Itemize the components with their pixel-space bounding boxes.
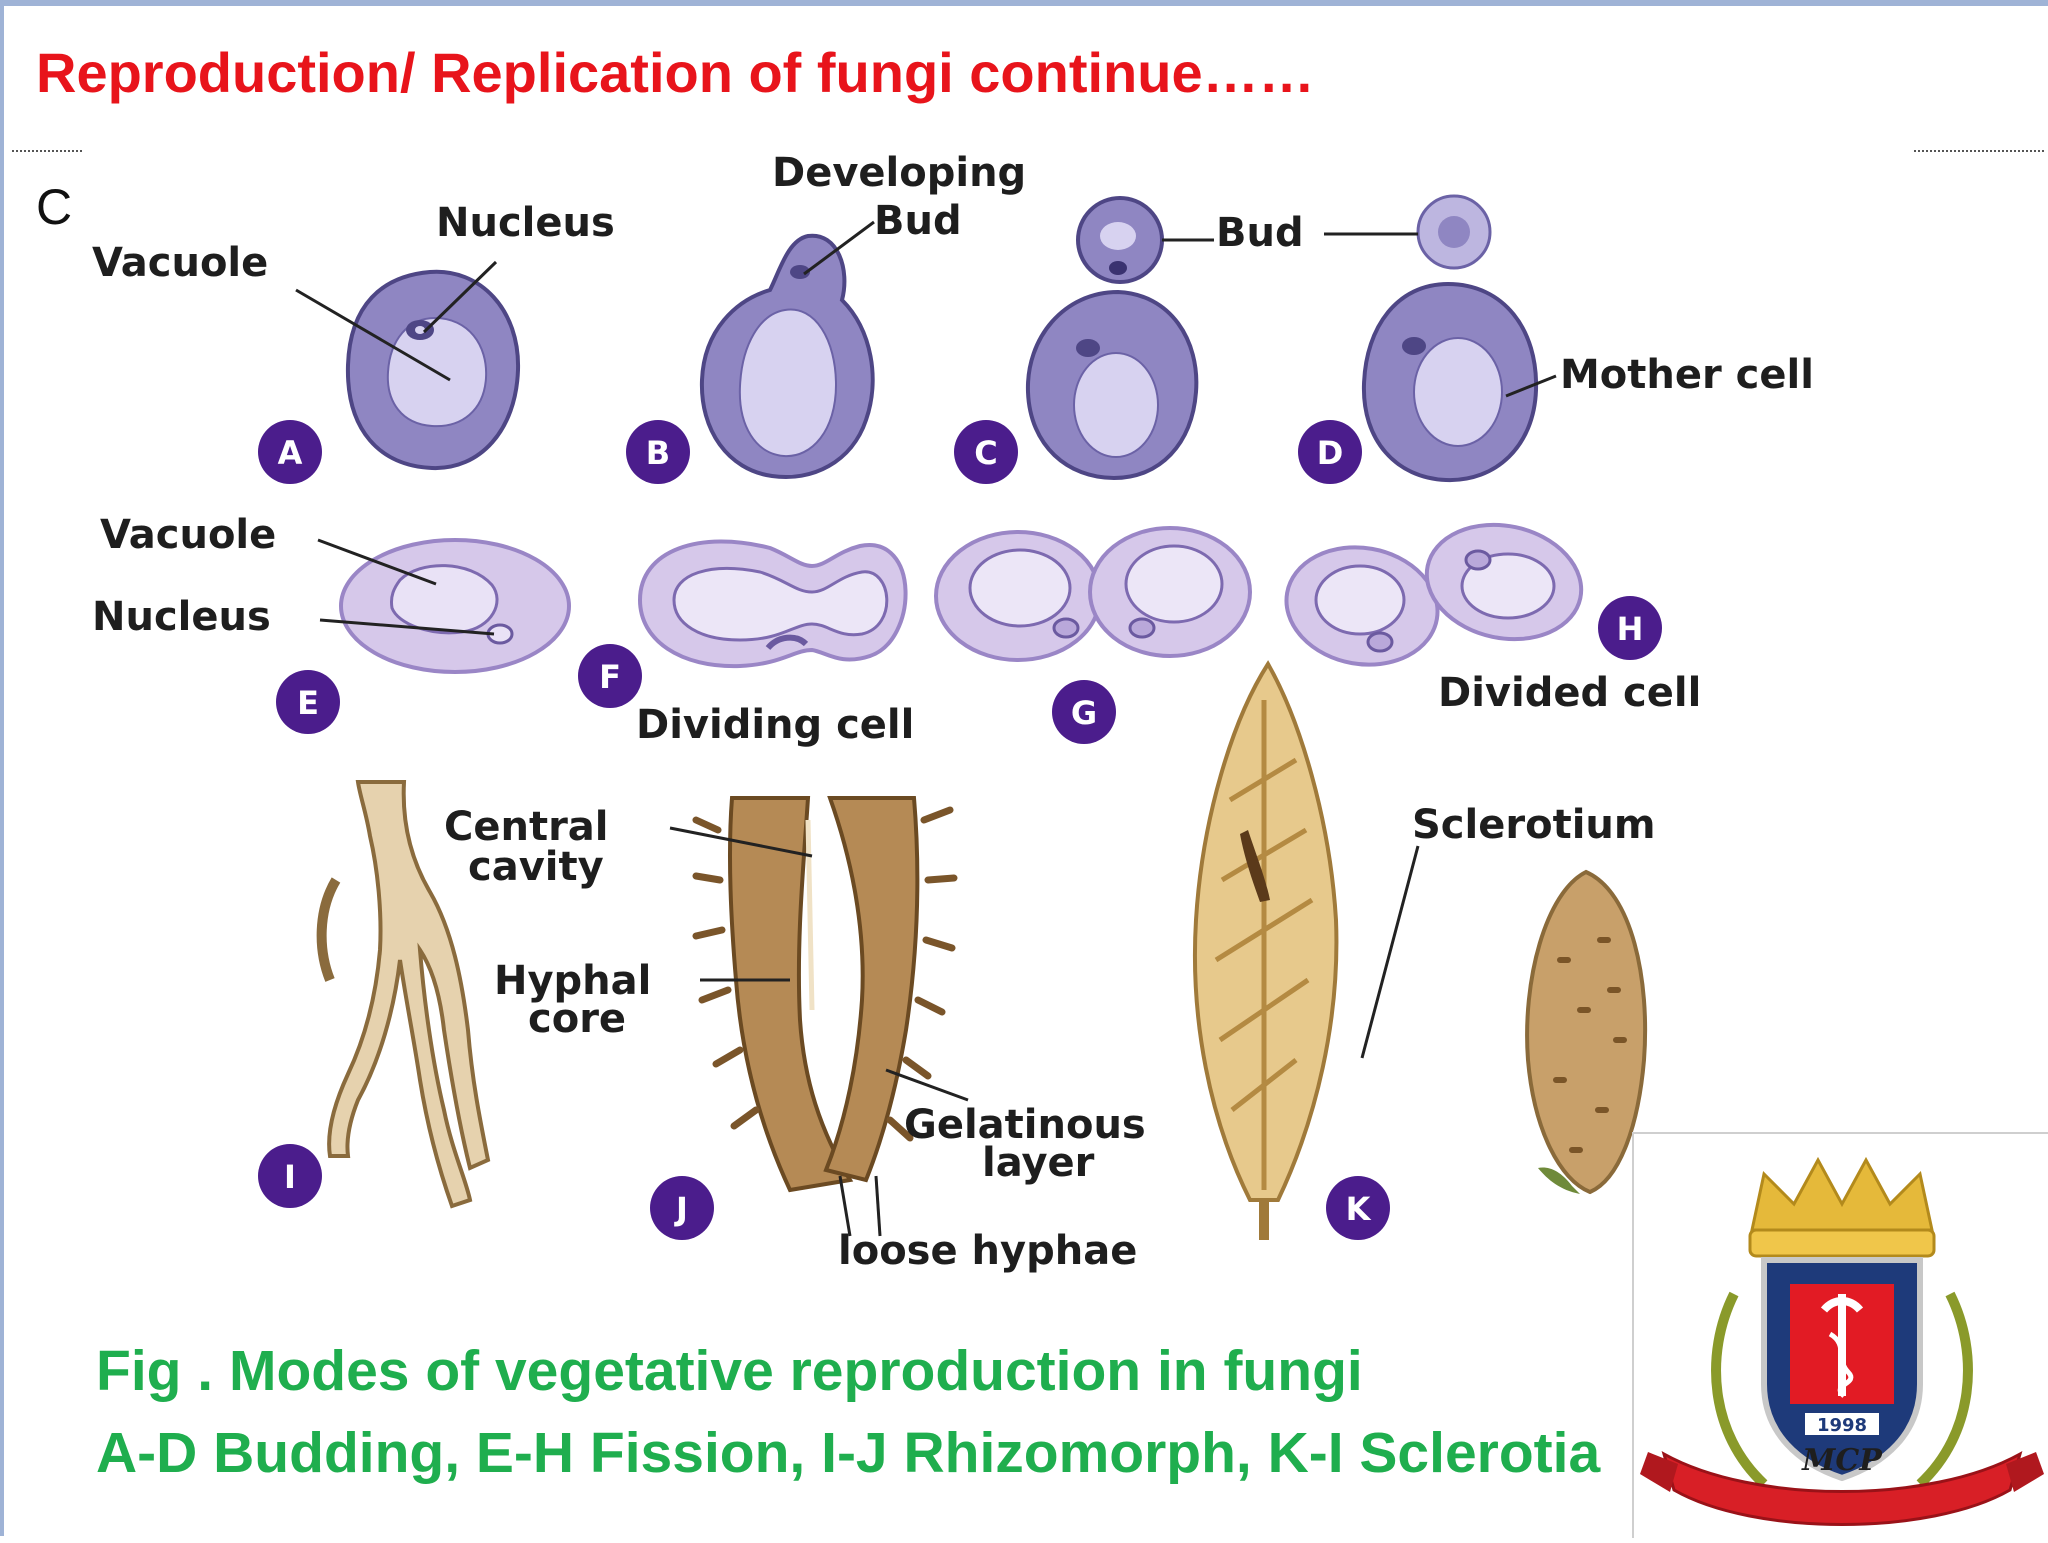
logo-mark: MCP (1801, 1443, 1883, 1478)
svg-text:H: H (1617, 610, 1644, 648)
cell-b-budding (699, 233, 875, 479)
label-loose-hyphae: loose hyphae (838, 1228, 1137, 1274)
label-vacuole-e: Vacuole (100, 512, 276, 558)
badge-h: H (1598, 596, 1662, 660)
badge-e: E (276, 670, 340, 734)
dotted-divider-right (1914, 150, 2044, 152)
slide-section-letter: C (36, 179, 73, 235)
sclerotium-l (1525, 869, 1648, 1195)
svg-text:I: I (284, 1158, 296, 1196)
cell-c-budding (1025, 196, 1199, 481)
badge-j: J (650, 1176, 714, 1240)
badge-k: K (1326, 1176, 1390, 1240)
badge-f: F (578, 644, 642, 708)
badge-b: B (626, 420, 690, 484)
badge-d: D (1298, 420, 1362, 484)
badge-c: C (954, 420, 1018, 484)
rhizomorph-i (316, 780, 491, 1209)
rhizomorph-j (692, 796, 958, 1193)
label-bud-b: Bud (874, 198, 962, 244)
slide-title: Reproduction/ Replication of fungi conti… (36, 41, 1315, 104)
svg-text:A: A (278, 434, 303, 472)
label-vacuole-a: Vacuole (92, 240, 268, 286)
logo-year: 1998 (1817, 1415, 1867, 1436)
svg-text:G: G (1071, 694, 1097, 732)
label-developing: Developing (772, 150, 1026, 196)
label-nucleus-a: Nucleus (436, 200, 615, 246)
label-gelatinous: Gelatinous (904, 1102, 1146, 1148)
badge-a: A (258, 420, 322, 484)
badge-i: I (258, 1144, 322, 1208)
label-central: Central (444, 804, 609, 850)
label-cavity: cavity (468, 844, 604, 890)
cell-h-fission (1284, 522, 1584, 667)
college-logo: 1998 MCP (1632, 1132, 2048, 1538)
label-layer: layer (982, 1140, 1095, 1186)
cell-f-fission (637, 539, 908, 669)
label-bud-c: Bud (1216, 210, 1304, 256)
svg-text:K: K (1346, 1190, 1372, 1228)
label-dividing-cell: Dividing cell (636, 702, 914, 748)
college-crest-icon: 1998 MCP (1640, 1156, 2044, 1526)
figure-caption-line1: Fig . Modes of vegetative reproduction i… (96, 1339, 1363, 1403)
svg-text:J: J (674, 1190, 688, 1228)
cell-g-fission (934, 526, 1252, 662)
svg-text:F: F (599, 658, 621, 696)
svg-text:B: B (646, 434, 670, 472)
svg-text:C: C (974, 434, 997, 472)
svg-text:D: D (1317, 434, 1344, 472)
label-core: core (528, 996, 626, 1042)
cell-d-budding (1361, 194, 1539, 483)
label-divided-cell: Divided cell (1438, 670, 1701, 716)
dotted-divider-left (12, 150, 82, 152)
label-sclerotium: Sclerotium (1412, 802, 1656, 848)
badge-g: G (1052, 680, 1116, 744)
figure-caption-line2: A-D Budding, E-H Fission, I-J Rhizomorph… (96, 1421, 1601, 1485)
label-nucleus-e: Nucleus (92, 594, 271, 640)
sclerotium-k-grain (1192, 660, 1339, 1240)
slide-top-border (0, 0, 2048, 6)
label-mother-cell: Mother cell (1560, 352, 1814, 398)
label-hyphal: Hyphal (494, 958, 651, 1004)
svg-text:E: E (297, 684, 319, 722)
cell-e-fission (339, 538, 571, 674)
fungi-reproduction-diagram: Vacuole Nucleus Developing Bud Bud Mothe… (92, 150, 1814, 1274)
